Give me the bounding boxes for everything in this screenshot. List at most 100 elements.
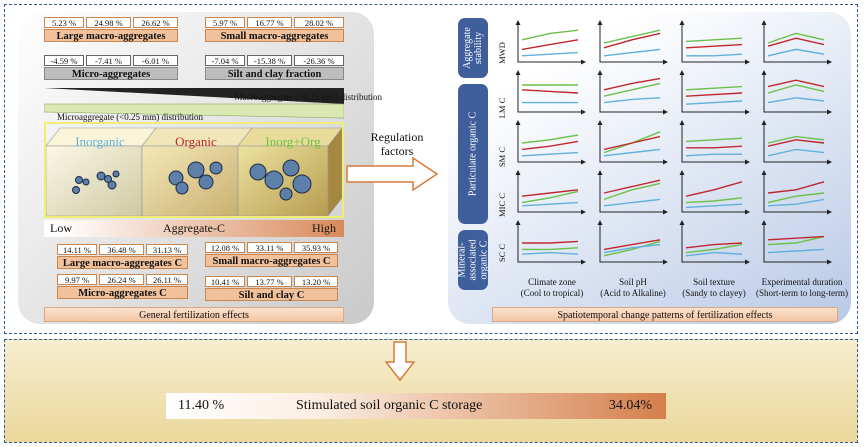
mini-chart-axes: [681, 222, 748, 263]
trend-line-inorganic: [685, 100, 743, 105]
small-macro-c-value-2: 33.11 %: [247, 242, 292, 253]
micro-value-3: -6.01 %: [133, 55, 178, 66]
trend-line-inorg-org: [603, 82, 661, 97]
silt-clay-c-value-3: 13.20 %: [294, 276, 338, 287]
trend-line-organic: [767, 181, 825, 194]
trend-line-organic: [603, 239, 661, 251]
trend-line-organic: [603, 32, 661, 49]
micro-c-value-3: 26.11 %: [146, 274, 188, 285]
row-label-mwd: MWD: [497, 42, 507, 64]
large-macro-value-3: 26.62 %: [133, 17, 178, 28]
micro-distribution-wedge: [44, 103, 344, 119]
row-label-smc: SM C: [497, 146, 507, 168]
silt-clay-c-value-2: 13.77 %: [247, 276, 292, 287]
down-arrow-icon: [384, 341, 416, 382]
trend-line-organic: [603, 179, 661, 194]
distribution-wedges: [44, 88, 344, 119]
mini-chart-arrowheads: [515, 20, 586, 65]
mini-chart-axes: [517, 72, 584, 113]
stimulated-low-value: 11.40 %: [178, 398, 225, 413]
stimulated-high-value: 34.04%: [608, 398, 652, 413]
trend-line-organic: [767, 139, 825, 147]
micro-label: Micro-aggregates: [44, 67, 178, 80]
mini-chart-axes: [763, 222, 830, 263]
organic-label: Organic: [175, 134, 217, 149]
trend-line-inorganic: [767, 198, 825, 207]
group-label-aggregate-stability: Aggregate stability: [462, 27, 484, 69]
silt-clay-c-value-1: 10.41 %: [205, 276, 245, 287]
group-tab-aggregate-stability: Aggregate stability: [458, 18, 488, 78]
inorg-org-label: Inorg+Org: [265, 134, 321, 149]
mini-chart-r3-c4: [761, 120, 832, 165]
trend-line-inorganic: [767, 48, 825, 57]
mini-chart-axes: [599, 122, 666, 163]
trend-line-inorganic: [603, 48, 661, 57]
mini-chart-r1-c3: [679, 20, 750, 65]
trend-line-organic: [685, 242, 743, 249]
trend-line-inorganic: [603, 198, 661, 207]
mini-chart-axes: [517, 222, 584, 263]
trend-line-inorg-org: [685, 243, 743, 254]
column-range-ph: (Acid to Alkaline): [600, 288, 666, 298]
column-label-ph: Soil pH (Acid to Alkaline): [590, 277, 676, 299]
mini-chart-r4-c3: [679, 170, 750, 215]
column-label-climate: Climate zone (Cool to tropical): [509, 277, 595, 299]
large-macro-c-value-3: 31.13 %: [146, 244, 188, 255]
trend-line-inorg-org: [767, 135, 825, 144]
group-tab-mineral: Mineral-associated organic C: [456, 230, 490, 290]
mini-chart-arrowheads: [597, 70, 668, 115]
stimulated-label: Stimulated soil organic C storage: [296, 398, 483, 413]
trend-line-organic: [685, 181, 743, 197]
mini-chart-r4-c1: [515, 170, 586, 215]
trend-line-inorganic: [603, 148, 661, 157]
trend-line-inorg-org: [685, 37, 743, 43]
trend-line-inorganic: [685, 203, 743, 209]
mini-chart-r3-c3: [679, 120, 750, 165]
aggregate-c-high: High: [312, 221, 336, 235]
trend-line-inorg-org: [603, 29, 661, 44]
mini-chart-axes: [517, 172, 584, 213]
trend-line-inorg-org: [522, 247, 579, 251]
column-name-ph: Soil pH: [619, 277, 647, 287]
trend-line-organic: [521, 140, 579, 151]
trend-line-organic: [767, 235, 825, 241]
mini-chart-axes: [599, 72, 666, 113]
trend-line-inorg-org: [767, 192, 825, 204]
mini-chart-arrowheads: [679, 220, 750, 265]
micro-value-2: -7.41 %: [86, 55, 131, 66]
silt-clay-value-1: -7.04 %: [205, 55, 245, 66]
mini-chart-r1-c4: [761, 20, 832, 65]
column-label-duration: Experimental duration (Short-term to lon…: [752, 277, 852, 299]
aggregate-box: [44, 122, 344, 218]
mini-chart-r2-c4: [761, 70, 832, 115]
column-range-texture: (Sandy to clayey): [682, 288, 746, 298]
trend-line-inorg-org: [521, 29, 579, 41]
mini-chart-grid: [515, 20, 832, 265]
mini-chart-r5-c1: [515, 220, 586, 265]
aggregate-cubes: [46, 127, 342, 216]
column-name-duration: Experimental duration: [761, 277, 843, 287]
aggregate-c-low: Low: [50, 221, 72, 235]
trend-line-inorg-org: [767, 235, 825, 246]
micro-c-value-1: 9.97 %: [57, 274, 97, 285]
large-macro-label: Large macro-aggregates: [44, 29, 178, 42]
trend-line-organic: [685, 43, 743, 49]
mini-chart-r5-c3: [679, 220, 750, 265]
group-label-mineral: Mineral-associated organic C: [456, 239, 490, 281]
column-name-climate: Climate zone: [528, 277, 576, 287]
aggregate-c-label: Aggregate-C: [163, 221, 225, 235]
large-macro-c-value-1: 14.11 %: [57, 244, 97, 255]
regulation-line-2: factors: [380, 144, 414, 158]
mini-chart-r4-c2: [597, 170, 668, 215]
mini-chart-axes: [599, 222, 666, 263]
trend-line-inorg-org: [603, 182, 661, 201]
trend-line-inorg-org: [685, 137, 743, 143]
trend-line-inorg-org: [767, 32, 825, 44]
trend-line-organic: [767, 79, 825, 88]
trend-line-inorg-org: [767, 84, 825, 94]
trend-line-organic: [685, 92, 743, 97]
bottom-section-frame: [4, 339, 858, 443]
trend-line-inorg-org: [521, 134, 579, 144]
group-label-particulate: Particulate organic C: [467, 111, 479, 197]
mini-chart-axes: [681, 72, 748, 113]
